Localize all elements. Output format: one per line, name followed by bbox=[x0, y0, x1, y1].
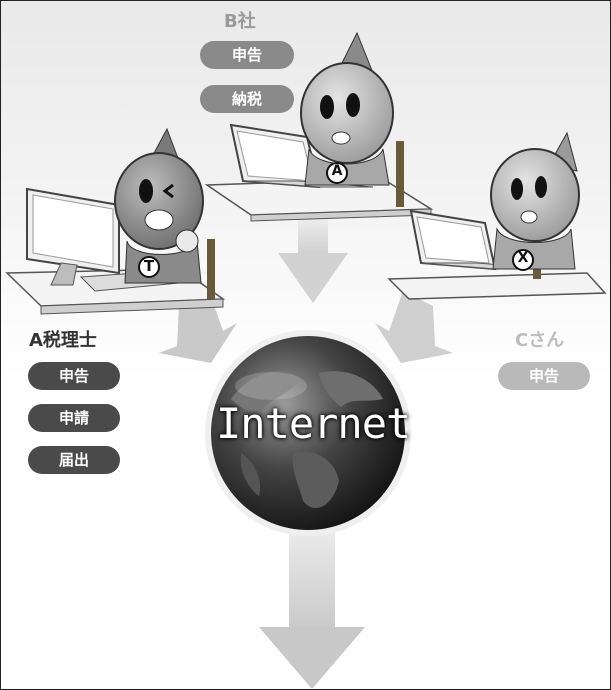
desk-c bbox=[387, 209, 607, 300]
arrow-from-c bbox=[375, 291, 453, 363]
character-t bbox=[114, 127, 204, 284]
down-arrow-b bbox=[278, 213, 348, 303]
b-company-name: B社 bbox=[224, 11, 256, 32]
b-company-action-2: 納税 bbox=[200, 85, 294, 113]
badge-a: A bbox=[331, 163, 343, 179]
globe bbox=[205, 330, 411, 536]
a-tax-accountant-action-2: 申請 bbox=[28, 404, 120, 432]
a-tax-accountant-name: A税理士 bbox=[29, 330, 97, 351]
character-a bbox=[300, 31, 394, 186]
a-tax-accountant-action-3: 届出 bbox=[28, 446, 120, 474]
globe-label: Internet bbox=[216, 399, 411, 448]
badge-t: T bbox=[143, 257, 155, 275]
character-x bbox=[490, 131, 580, 271]
a-tax-accountant-action-1: 申告 bbox=[28, 362, 120, 390]
badge-x: X bbox=[517, 250, 529, 266]
desk-a bbox=[5, 187, 226, 315]
desk-b bbox=[204, 123, 434, 222]
arrow-from-a bbox=[159, 291, 237, 363]
c-person-name: Cさん bbox=[515, 330, 565, 351]
c-person-action-1: 申告 bbox=[498, 362, 590, 390]
b-company-action-1: 申告 bbox=[200, 41, 294, 69]
